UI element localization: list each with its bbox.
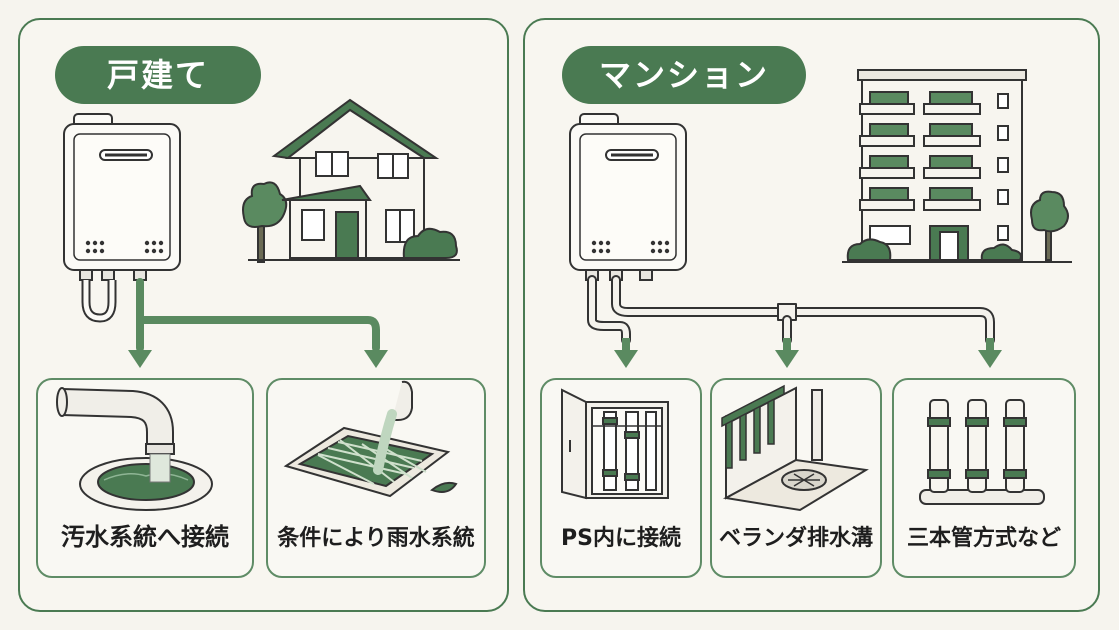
rainwater-connection-label: 条件により雨水系統 [277,526,475,551]
apartment-drain-pipes [587,275,995,345]
left-drain-pipes [136,278,380,352]
three-pipe-icon [919,399,1045,505]
right-arrow-balcony [775,338,799,368]
sewage-connection-label: 汚水系統へ接続 [61,523,229,551]
right-arrow-ps [614,338,638,368]
rain-drain-grate-icon [283,380,458,498]
left-arrow-rainwater [364,350,388,368]
apartment-building-icon [842,69,1072,263]
left-arrow-sewage [128,350,152,368]
pipe-shaft-cabinet-icon [561,388,669,500]
apartment-title: マンション [562,46,806,104]
house-icon [242,98,460,263]
balcony-drain-label: ベランダ排水溝 [718,526,873,551]
detached-house-title: 戸建て [55,46,261,104]
right-arrow-three-pipe [978,338,1002,368]
three-pipe-label: 三本管方式など [906,526,1061,551]
water-heater-icon [63,113,181,323]
apartment-water-heater-icon [569,113,687,281]
sewage-drain-icon [56,387,213,511]
balcony-drain-icon [721,384,869,512]
ps-connection-label: PS内に接続 [561,526,681,551]
